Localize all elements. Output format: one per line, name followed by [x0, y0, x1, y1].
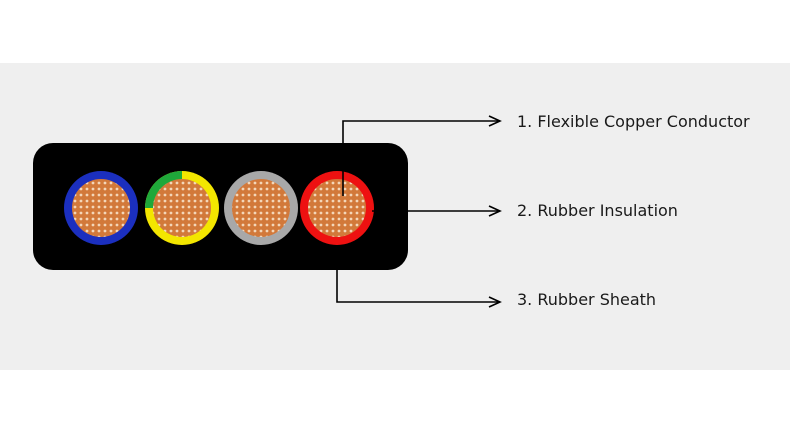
- core-grey: [224, 171, 298, 245]
- core-yellow-green: [145, 171, 219, 245]
- leader-line-sheath: [336, 270, 502, 308]
- copper-conductor: [72, 179, 130, 237]
- rubber-sheath: [33, 143, 408, 270]
- callout-conductor: 1. Flexible Copper Conductor: [517, 112, 750, 131]
- copper-conductor: [232, 179, 290, 237]
- copper-conductor: [308, 179, 366, 237]
- copper-conductor: [153, 179, 211, 237]
- callout-sheath: 3. Rubber Sheath: [517, 290, 657, 309]
- core-red: [300, 171, 374, 245]
- core-blue: [64, 171, 138, 245]
- leader-line-conductor: [342, 115, 502, 196]
- callout-insulation: 2. Rubber Insulation: [517, 201, 678, 220]
